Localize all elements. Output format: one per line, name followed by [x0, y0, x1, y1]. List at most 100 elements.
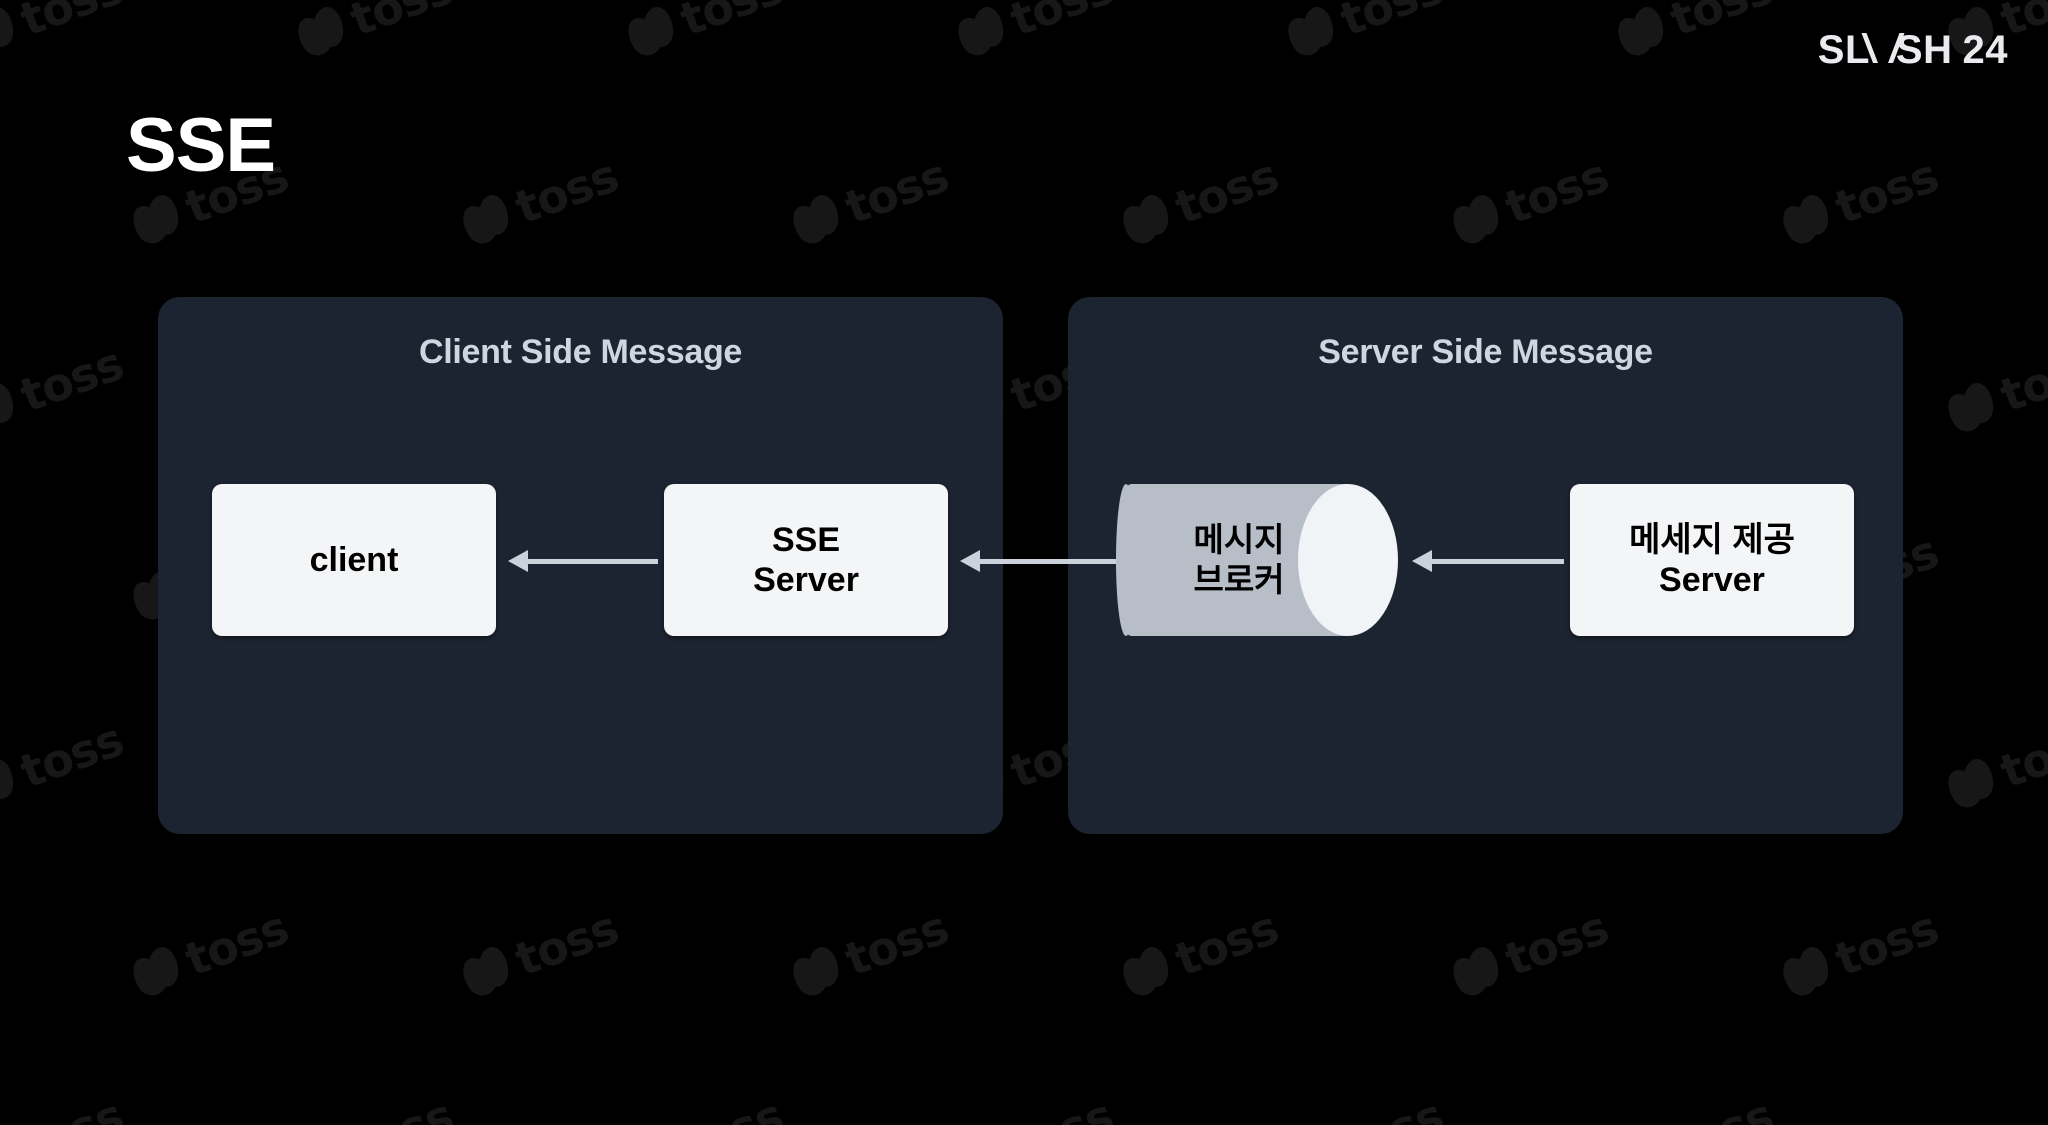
- arrow-head-left-icon: [1412, 550, 1432, 572]
- toss-watermark-text: toss: [1333, 1088, 1450, 1125]
- node-sse-server-line2: Server: [753, 561, 859, 599]
- logo-prefix: SL: [1817, 28, 1870, 72]
- toss-watermark-text: toss: [13, 336, 130, 423]
- arrow-head-left-icon: [508, 550, 528, 572]
- page-title: SSE: [126, 103, 276, 188]
- arrow-shaft: [527, 558, 658, 564]
- toss-watermark-text: toss: [1003, 1088, 1120, 1125]
- toss-watermark-text: toss: [1828, 900, 1945, 987]
- toss-logo-icon: [0, 753, 22, 816]
- panel-server-side-title: Server Side Message: [1318, 333, 1653, 371]
- node-message-server-label: 메세지 제공 Server: [1629, 520, 1795, 600]
- node-sse-server: SSE Server: [664, 484, 948, 636]
- arrow-broker-to-sse-server: [960, 550, 1120, 572]
- node-client-label: client: [309, 540, 399, 579]
- toss-watermark: toss: [785, 900, 955, 1004]
- toss-logo-icon: [620, 1, 681, 64]
- toss-watermark-text: toss: [13, 712, 130, 799]
- arrow-shaft: [1431, 558, 1564, 564]
- arrow-message-server-to-broker: [1412, 550, 1564, 572]
- toss-watermark: toss: [0, 1088, 130, 1125]
- toss-logo-icon: [1775, 941, 1836, 1004]
- toss-watermark-text: toss: [1828, 148, 1945, 235]
- toss-watermark-text: toss: [1333, 0, 1450, 47]
- arrow-shaft: [979, 558, 1120, 564]
- toss-watermark: toss: [1775, 900, 1945, 1004]
- toss-watermark: toss: [1775, 148, 1945, 252]
- toss-logo-icon: [1940, 753, 2001, 816]
- logo-lambda-a-icon: [1871, 34, 1895, 63]
- toss-watermark-text: toss: [343, 0, 460, 47]
- node-message-broker: 메시지 브로커: [1116, 484, 1398, 636]
- node-message-server: 메세지 제공 Server: [1570, 484, 1854, 636]
- toss-watermark-text: toss: [13, 1088, 130, 1125]
- toss-watermark: toss: [125, 900, 295, 1004]
- toss-logo-icon: [1115, 189, 1176, 252]
- node-sse-server-label: SSE Server: [753, 520, 859, 600]
- toss-watermark: toss: [620, 0, 790, 64]
- toss-watermark: toss: [1445, 148, 1615, 252]
- arrow-sse-server-to-client: [508, 550, 658, 572]
- toss-watermark-text: toss: [1663, 0, 1780, 47]
- toss-watermark-text: toss: [13, 0, 130, 47]
- toss-watermark-text: toss: [1993, 336, 2048, 423]
- toss-logo-icon: [1610, 1, 1671, 64]
- toss-watermark: toss: [1610, 0, 1780, 64]
- node-client: client: [212, 484, 496, 636]
- arrow-head-left-icon: [960, 550, 980, 572]
- toss-watermark-text: toss: [1993, 1088, 2048, 1125]
- toss-logo-icon: [1115, 941, 1176, 1004]
- toss-watermark-text: toss: [343, 1088, 460, 1125]
- toss-watermark: toss: [1115, 148, 1285, 252]
- toss-watermark-text: toss: [1663, 1088, 1780, 1125]
- toss-logo-icon: [1445, 941, 1506, 1004]
- toss-logo-icon: [785, 941, 846, 1004]
- toss-watermark: toss: [0, 0, 130, 64]
- toss-watermark: toss: [1281, 1088, 1450, 1125]
- toss-watermark-text: toss: [838, 148, 955, 235]
- toss-logo-icon: [125, 189, 186, 252]
- node-message-server-line2: Server: [1659, 561, 1765, 599]
- toss-watermark: toss: [785, 148, 955, 252]
- node-message-broker-label: 메시지 브로커: [1134, 484, 1344, 636]
- toss-logo-icon: [950, 1, 1011, 64]
- toss-watermark: toss: [951, 1088, 1120, 1125]
- toss-watermark: toss: [455, 900, 625, 1004]
- cylinder-right-cap: [1298, 484, 1398, 636]
- toss-watermark: toss: [1940, 712, 2048, 816]
- panel-client-side-title: Client Side Message: [418, 333, 743, 371]
- node-sse-server-line1: SSE: [771, 520, 841, 559]
- toss-watermark-text: toss: [1498, 148, 1615, 235]
- toss-watermark: toss: [290, 0, 460, 64]
- logo-number: 24: [1962, 28, 2008, 72]
- node-message-broker-line1: 메시지: [1193, 520, 1285, 558]
- toss-watermark: toss: [1940, 336, 2048, 440]
- logo-suffix: SH: [1895, 28, 1953, 72]
- toss-watermark-text: toss: [838, 900, 955, 987]
- toss-watermark: toss: [950, 0, 1120, 64]
- toss-watermark-text: toss: [1498, 900, 1615, 987]
- toss-logo-icon: [455, 941, 516, 1004]
- toss-watermark: toss: [621, 1088, 790, 1125]
- toss-watermark-text: toss: [178, 900, 295, 987]
- toss-logo-icon: [1775, 189, 1836, 252]
- toss-watermark: toss: [1611, 1088, 1780, 1125]
- toss-watermark: toss: [291, 1088, 460, 1125]
- toss-logo-icon: [0, 377, 22, 440]
- toss-watermark-text: toss: [673, 0, 790, 47]
- toss-watermark: toss: [1941, 1088, 2048, 1125]
- toss-watermark: toss: [1115, 900, 1285, 1004]
- toss-logo-icon: [1445, 189, 1506, 252]
- toss-logo-icon: [1940, 377, 2001, 440]
- node-message-broker-line2: 브로커: [1193, 561, 1285, 598]
- toss-logo-icon: [0, 1, 22, 64]
- toss-logo-icon: [455, 189, 516, 252]
- toss-watermark-text: toss: [508, 148, 625, 235]
- toss-watermark-text: toss: [1003, 0, 1120, 47]
- toss-watermark: toss: [0, 336, 130, 440]
- toss-watermark-text: toss: [1168, 900, 1285, 987]
- toss-watermark-text: toss: [1993, 712, 2048, 799]
- toss-watermark: toss: [455, 148, 625, 252]
